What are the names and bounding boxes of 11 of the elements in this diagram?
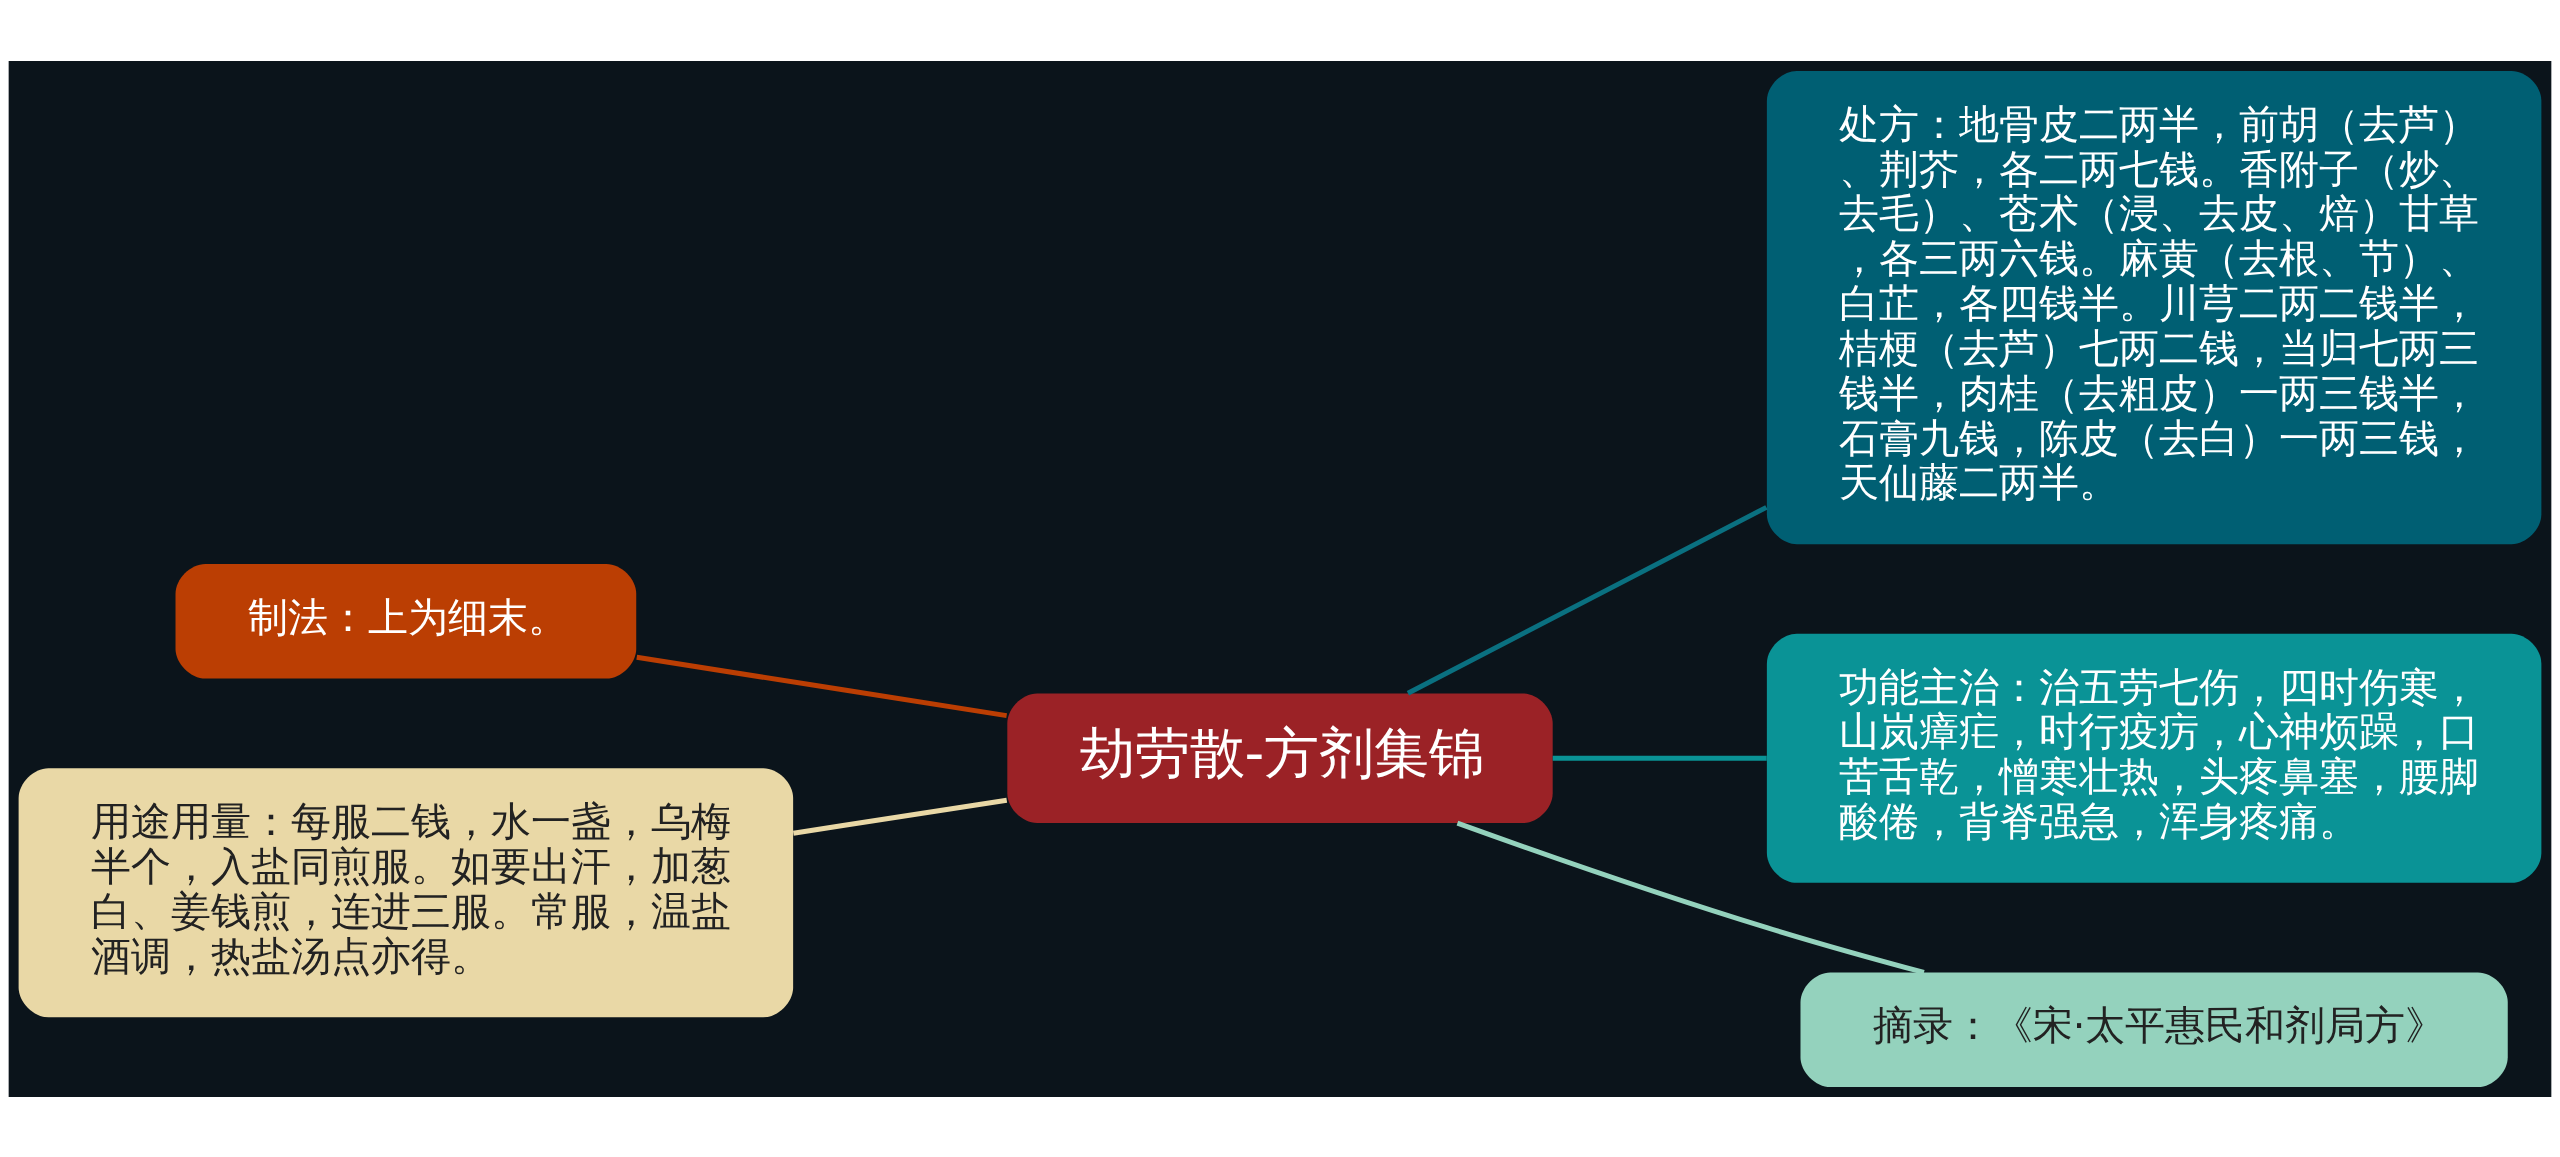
node-box: 功能主治：治五劳七伤，四时伤寒，山岚瘴疟，时行疫疠，心神烦躁，口苦舌乾，憎寒壮热，头疼鼻塞，腰脚酸倦，背脊强急，浑身疼痛。: [1766, 633, 2542, 883]
node-box: 摘录：《宋·太平惠民和剂局方》: [1800, 972, 2508, 1087]
connector: [1552, 755, 1767, 761]
node-box: 处方：地骨皮二两半，前胡（去芦）、荆芥，各二两七钱。香附子（炒、去毛）、苍术（浸、去皮、焙）甘草，各三两六钱。麻黄（去根、节）、白芷，各四钱半。川芎二两二钱半，桔梗（去芦）七两二钱，当归七两三钱半，肉桂（去粗皮）一两三钱半，石膏九钱，陈皮（去白）一两三钱，天仙藤二两半。: [1766, 70, 2542, 544]
node-box: 劫劳散-方剂集锦: [1007, 693, 1553, 823]
node-box: 制法：上为细末。: [175, 563, 637, 679]
connector: [793, 797, 1008, 836]
node-box: 用途用量：每服二钱，水一盏，乌梅半个，入盐同煎服。如要出汗，加葱白、姜钱煎，连进三服。常服，温盐酒调，热盐汤点亦得。: [18, 767, 794, 1017]
connector: [1406, 504, 1768, 695]
connector: [636, 654, 1008, 718]
connector: [1456, 820, 1925, 975]
